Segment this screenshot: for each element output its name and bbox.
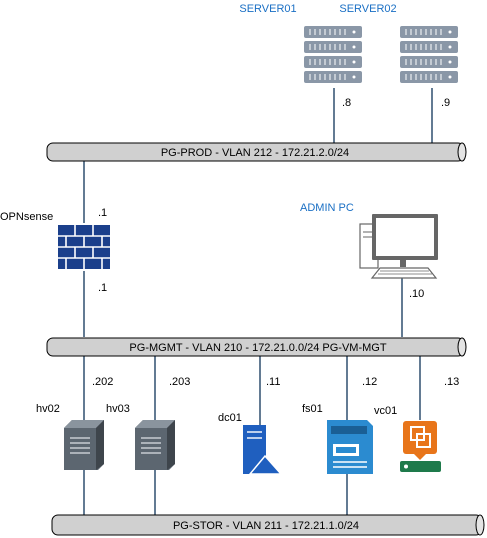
fs01-node: fs01 .12 <box>302 376 377 474</box>
hv02-node: hv02 .202 <box>36 376 113 470</box>
vc01-label: vc01 <box>374 405 397 417</box>
file-server-icon <box>327 420 373 474</box>
opnsense-ip-mgmt: .1 <box>98 282 107 294</box>
admin-pc-label: ADMIN PC <box>300 202 354 214</box>
opnsense-node: OPNsense .1 .1 <box>0 207 110 294</box>
vc01-node: vc01 .13 <box>374 376 459 472</box>
domain-controller-icon <box>243 425 283 475</box>
server01-ip: .8 <box>342 97 351 109</box>
server01-node: SERVER01 .8 <box>239 3 362 109</box>
firewall-icon <box>58 225 110 269</box>
desktop-pc-icon <box>359 214 438 279</box>
bus-pg-stor: PG-STOR - VLAN 211 - 172.21.1.0/24 <box>51 514 485 536</box>
connection-lines <box>83 88 433 515</box>
server-rack-icon <box>400 26 458 83</box>
hypervisor-server-icon <box>64 420 104 470</box>
bus-pg-mgmt: PG-MGMT - VLAN 210 - 172.21.0.0/24 PG-VM… <box>46 337 467 357</box>
server01-label: SERVER01 <box>239 3 296 15</box>
admin-pc-ip: .10 <box>409 288 424 300</box>
bus-pg-prod: PG-PROD - VLAN 212 - 172.21.2.0/24 <box>46 142 467 162</box>
fs01-ip: .12 <box>362 376 377 388</box>
server02-ip: .9 <box>441 97 450 109</box>
bus-label-mgmt: PG-MGMT - VLAN 210 - 172.21.0.0/24 PG-VM… <box>129 342 386 354</box>
vc01-ip: .13 <box>444 376 459 388</box>
server02-label: SERVER02 <box>339 3 396 15</box>
hv03-label: hv03 <box>106 403 130 415</box>
opnsense-ip-prod: .1 <box>98 207 107 219</box>
hypervisor-server-icon <box>135 420 175 470</box>
hv02-ip: .202 <box>92 376 113 388</box>
admin-pc-node: ADMIN PC .10 <box>300 202 438 300</box>
opnsense-label: OPNsense <box>0 211 53 223</box>
dc01-label: dc01 <box>218 412 242 424</box>
hv03-ip: .203 <box>169 376 190 388</box>
server-rack-icon <box>304 26 362 83</box>
hv02-label: hv02 <box>36 403 60 415</box>
vcenter-icon <box>400 421 441 472</box>
server02-node: SERVER02 .9 <box>339 3 458 109</box>
fs01-label: fs01 <box>302 403 323 415</box>
bus-label-stor: PG-STOR - VLAN 211 - 172.21.1.0/24 <box>173 520 359 532</box>
dc01-node: dc01 .11 <box>218 376 283 475</box>
hv03-node: hv03 .203 <box>106 376 190 470</box>
dc01-ip: .11 <box>266 376 280 388</box>
bus-label-prod: PG-PROD - VLAN 212 - 172.21.2.0/24 <box>161 147 349 159</box>
